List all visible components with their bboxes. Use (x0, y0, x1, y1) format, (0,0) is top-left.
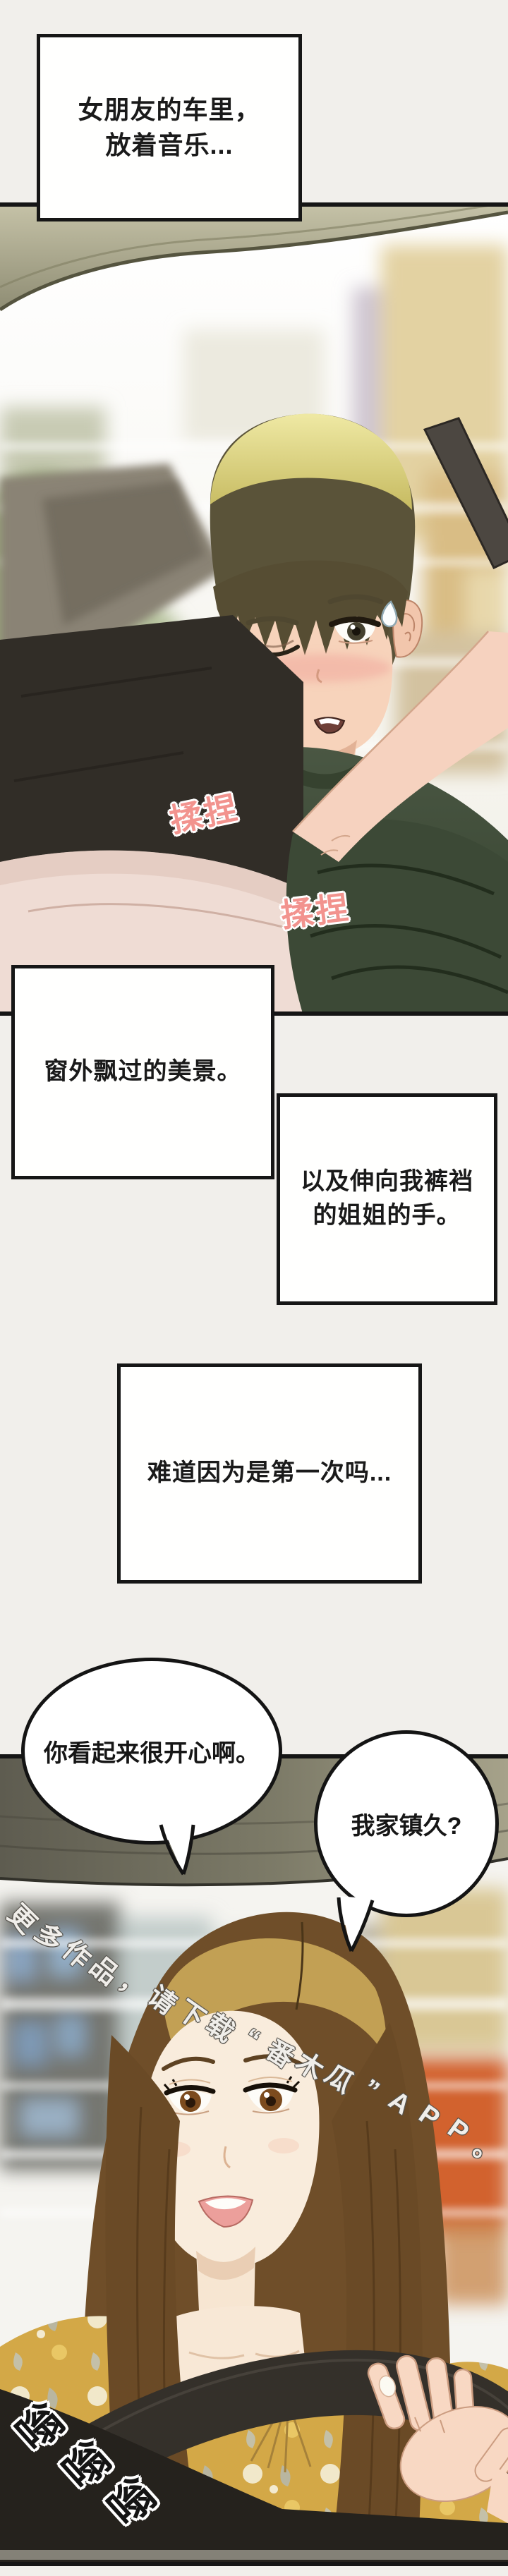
eye-left-sister (163, 2079, 216, 2115)
eye-open (329, 616, 381, 644)
hair-fringe (213, 560, 408, 655)
eyebrow-left (246, 616, 299, 626)
panel-car-sister (0, 1754, 508, 2566)
bunched-fabric (286, 819, 508, 1016)
caption-line: 难道因为是第一次吗... (147, 1459, 392, 1487)
speech-tail-left (159, 1823, 195, 1876)
eyebrow-left-sister (162, 2056, 215, 2071)
dark-dashboard (0, 2389, 508, 2566)
eyebrow-right (327, 594, 384, 604)
eye-right-sister (243, 2076, 301, 2114)
speech-bubble-right: 我家镇久? (314, 1730, 499, 1917)
caption-box-scenery: 窗外飘过的美景。 (11, 965, 274, 1179)
hair-part-line (295, 1921, 304, 2010)
sister-arm (292, 631, 508, 862)
caption-line: 放着音乐... (105, 130, 234, 159)
nose-sister (223, 2146, 231, 2169)
hair-highlight (210, 413, 412, 510)
speech-text: 我家镇久? (351, 1813, 462, 1840)
mouth (313, 717, 346, 734)
caption-box-music: 女朋友的车里， 放着音乐... (37, 34, 302, 221)
sfx-knead-2: 揉捏 (279, 889, 353, 934)
car-roof-interior (0, 202, 508, 312)
caption-line: 女朋友的车里， (78, 95, 261, 124)
speech-tail-right (337, 1896, 375, 1952)
caption-line: 以及伸向我裤裆 (301, 1168, 473, 1196)
face-sister (144, 2010, 320, 2268)
caption-box-first-time: 难道因为是第一次吗... (117, 1363, 422, 1584)
panel-1-artwork (0, 202, 508, 1016)
speech-text: 你看起来很开心啊。 (44, 1740, 260, 1767)
eyebrow-right-sister (243, 2054, 304, 2067)
caption-line: 的姐姐的手。 (313, 1202, 461, 1229)
caption-box-hand: 以及伸向我裤裆 的姐姐的手。 (277, 1093, 497, 1305)
sister-hand-on-wheel (367, 2355, 508, 2524)
caption-line: 窗外飘过的美景。 (44, 1058, 242, 1086)
smiling-lips (198, 2195, 254, 2228)
nose (316, 669, 322, 684)
seatbelt (423, 417, 508, 569)
hair-crown-highlight (163, 1938, 387, 2056)
sweat-drop (381, 600, 398, 628)
speech-bubble-left: 你看起来很开心啊。 (21, 1658, 282, 1845)
panel-2-artwork (0, 1754, 508, 2566)
white-fingernail (378, 2375, 397, 2398)
panel-car-boyfriend (0, 202, 508, 1016)
